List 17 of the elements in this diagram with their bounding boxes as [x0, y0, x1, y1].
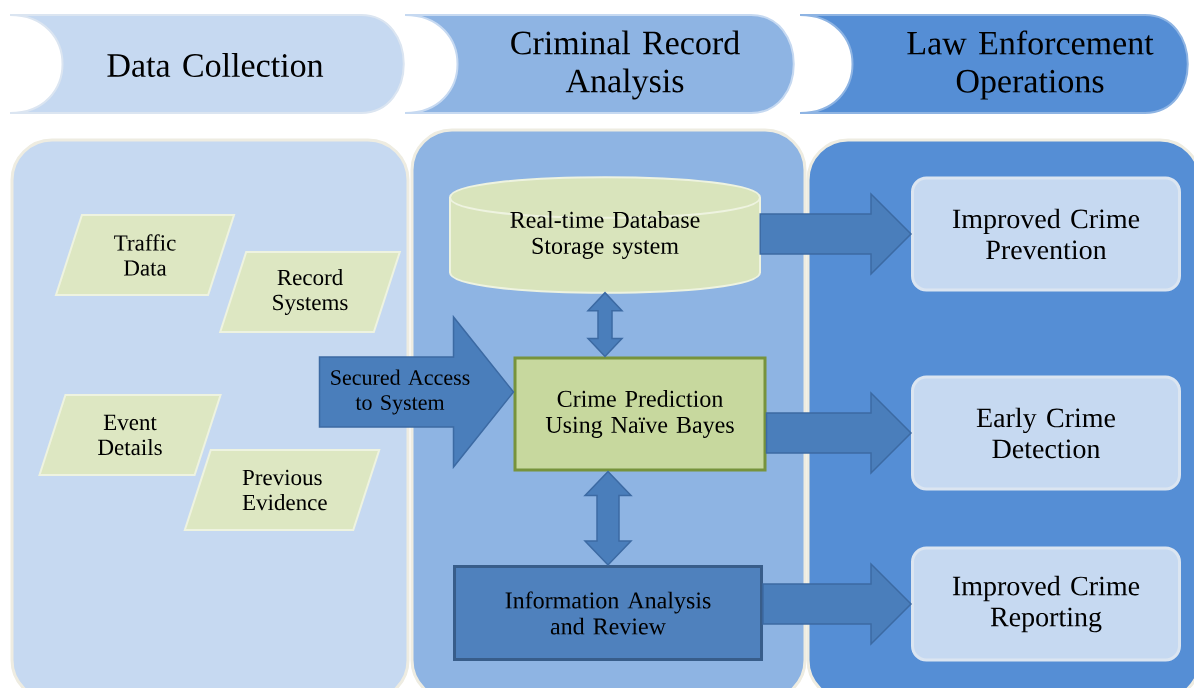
banner: Law Enforcement Operations	[799, 14, 1189, 114]
block-arrow	[759, 192, 913, 276]
process-box: Information Analysis and Review	[453, 565, 763, 661]
block-arrow	[586, 291, 624, 358]
data-parallelogram: Previous Evidence	[183, 449, 381, 531]
database-cylinder: Real-time Database Storage system	[449, 176, 761, 294]
outcome-box: Improved Crime Prevention	[911, 176, 1181, 292]
block-arrow	[762, 562, 913, 646]
block-arrow	[765, 391, 913, 475]
banner: Criminal Record Analysis	[404, 14, 795, 114]
edge-label: Secured Access to System	[331, 369, 470, 415]
banner: Data Collection	[9, 14, 405, 114]
block-arrow	[583, 470, 633, 567]
outcome-box: Improved Crime Reporting	[911, 546, 1181, 662]
block-arrow	[318, 314, 515, 470]
process-box: Crime Prediction Using Naïve Bayes	[513, 356, 767, 472]
outcome-box: Early Crime Detection	[911, 375, 1181, 491]
